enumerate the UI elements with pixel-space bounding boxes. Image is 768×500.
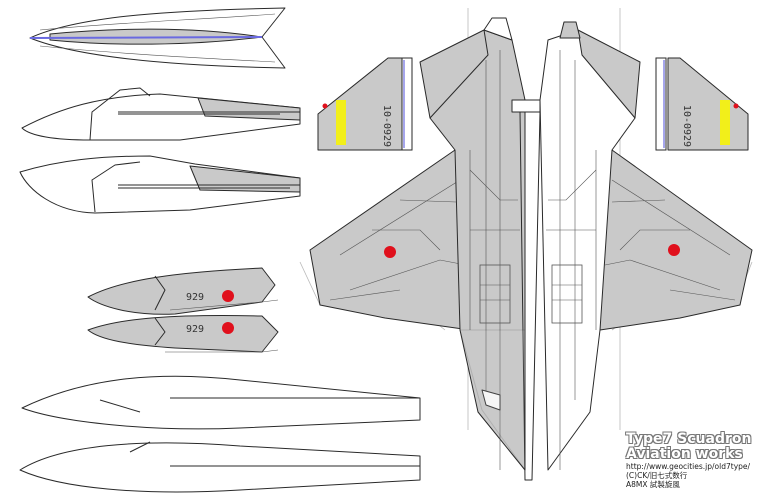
main-planform-part [299,8,753,481]
credits-model: A8MX 試製旋風 [626,480,680,489]
credits-copyright: (C)CK/旧七式数行 [626,471,688,480]
credits-block: Type7 Scuadron Aviation works http://www… [626,431,766,490]
fuselage-side-upper-part [21,87,301,141]
brand-line-1: Type7 Scuadron [626,431,752,447]
brand-line-2: Aviation works [626,446,743,462]
roundel-left-wing [384,246,396,258]
tail-fin-right-part: 10-0929 [655,57,749,151]
pod-number-lower: 929 [186,324,204,335]
roundel-pod-upper [222,290,234,302]
tail-code-left: 10-0929 [381,105,392,147]
engine-pod-lower-part: 929 [87,315,279,353]
canopy-strip-part [29,7,286,69]
credits-url: http://www.geocities.jp/old7type/ [626,462,751,471]
fuselage-bottom-upper-part [21,375,421,430]
fuselage-bottom-lower-part [19,441,421,493]
tail-code-right: 10-0929 [681,105,692,147]
tail-fin-left-part: 10-0929 [317,57,413,151]
roundel-pod-lower [222,322,234,334]
roundel-right-wing [668,244,680,256]
engine-pod-upper-part: 929 [87,267,279,315]
pod-number-upper: 929 [186,292,204,303]
fuselage-side-lower-part [19,155,301,214]
